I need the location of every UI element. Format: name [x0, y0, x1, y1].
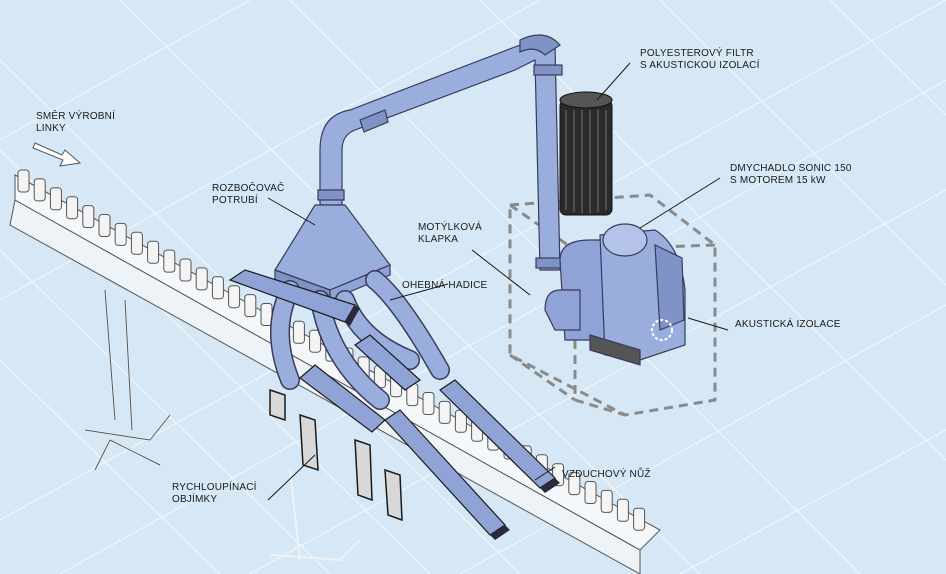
- label-blower-1: DMYCHADLO SONIC 150: [730, 163, 852, 174]
- label-flexible-hose: OHEBNÁ HADICE: [402, 280, 487, 292]
- bottle: [438, 400, 451, 424]
- label-filter: POLYESTEROVÝ FILTR S AKUSTICKOU IZOLACÍ: [640, 48, 760, 72]
- label-quick-clamps-1: RYCHLOUPÍNACÍ: [172, 482, 257, 493]
- quick-clamps: [269, 388, 403, 522]
- bottle: [584, 481, 597, 504]
- label-line-direction: SMĚR VÝROBNÍ LINKY: [36, 111, 115, 135]
- bottle: [49, 187, 62, 211]
- bottle: [211, 276, 224, 300]
- bottle: [130, 231, 143, 255]
- bottle: [616, 498, 629, 522]
- leader-lines: [267, 62, 729, 501]
- label-filter-1: POLYESTEROVÝ FILTR: [640, 48, 754, 59]
- air-knives: [228, 269, 556, 536]
- label-butterfly-valve: MOTÝLKOVÁ KLAPKA: [418, 222, 482, 246]
- label-line-direction-2: LINKY: [36, 123, 66, 134]
- bottle: [33, 178, 46, 202]
- bottle: [633, 507, 646, 531]
- bottle: [98, 214, 111, 237]
- label-butterfly-valve-2: KLAPKA: [418, 234, 459, 245]
- polyester-filter: [559, 91, 613, 216]
- label-filter-2: S AKUSTICKOU IZOLACÍ: [640, 60, 760, 71]
- overhead-duct: [317, 34, 563, 271]
- bottle: [147, 240, 160, 264]
- label-blower: DMYCHADLO SONIC 150 S MOTOREM 15 kW: [730, 163, 852, 187]
- label-manifold: ROZBOČOVAČ POTRUBÍ: [212, 183, 284, 207]
- bottle: [195, 267, 208, 291]
- label-manifold-2: POTRUBÍ: [212, 195, 258, 206]
- label-acoustic-insulation-1: AKUSTICKÁ IZOLACE: [735, 319, 841, 330]
- bottle: [66, 196, 79, 220]
- label-line-direction-1: SMĚR VÝROBNÍ: [36, 111, 116, 122]
- bottle: [309, 329, 322, 353]
- label-butterfly-valve-1: MOTÝLKOVÁ: [418, 222, 483, 233]
- bottle: [244, 294, 257, 318]
- label-flexible-hose-1: OHEBNÁ HADICE: [402, 280, 488, 291]
- label-quick-clamps-2: OBJÍMKY: [172, 494, 218, 505]
- bottle: [179, 258, 192, 282]
- bottle: [600, 489, 613, 513]
- bottle: [422, 392, 435, 415]
- bottle: [163, 249, 176, 273]
- label-air-knife-1: VZDUCHOVÝ NŮŽ: [562, 469, 651, 480]
- label-blower-2: S MOTOREM 15 kW: [730, 175, 826, 186]
- sonic-blower: [544, 223, 686, 366]
- bottle: [568, 472, 581, 496]
- bottle: [114, 222, 127, 246]
- conveyor-stand-outlines: [84, 289, 171, 471]
- air-knife-shadows: [345, 305, 560, 540]
- label-quick-clamps: RYCHLOUPÍNACÍ OBJÍMKY: [172, 482, 257, 506]
- bottle: [17, 169, 30, 193]
- bottle: [292, 320, 305, 344]
- label-manifold-1: ROZBOČOVAČ: [212, 183, 285, 194]
- label-acoustic-insulation: AKUSTICKÁ IZOLACE: [735, 319, 841, 331]
- bottle: [228, 285, 241, 309]
- label-air-knife: VZDUCHOVÝ NŮŽ: [562, 469, 651, 481]
- flow-direction-arrow-icon: [32, 142, 82, 167]
- bottle: [260, 303, 273, 326]
- bottle: [82, 205, 95, 229]
